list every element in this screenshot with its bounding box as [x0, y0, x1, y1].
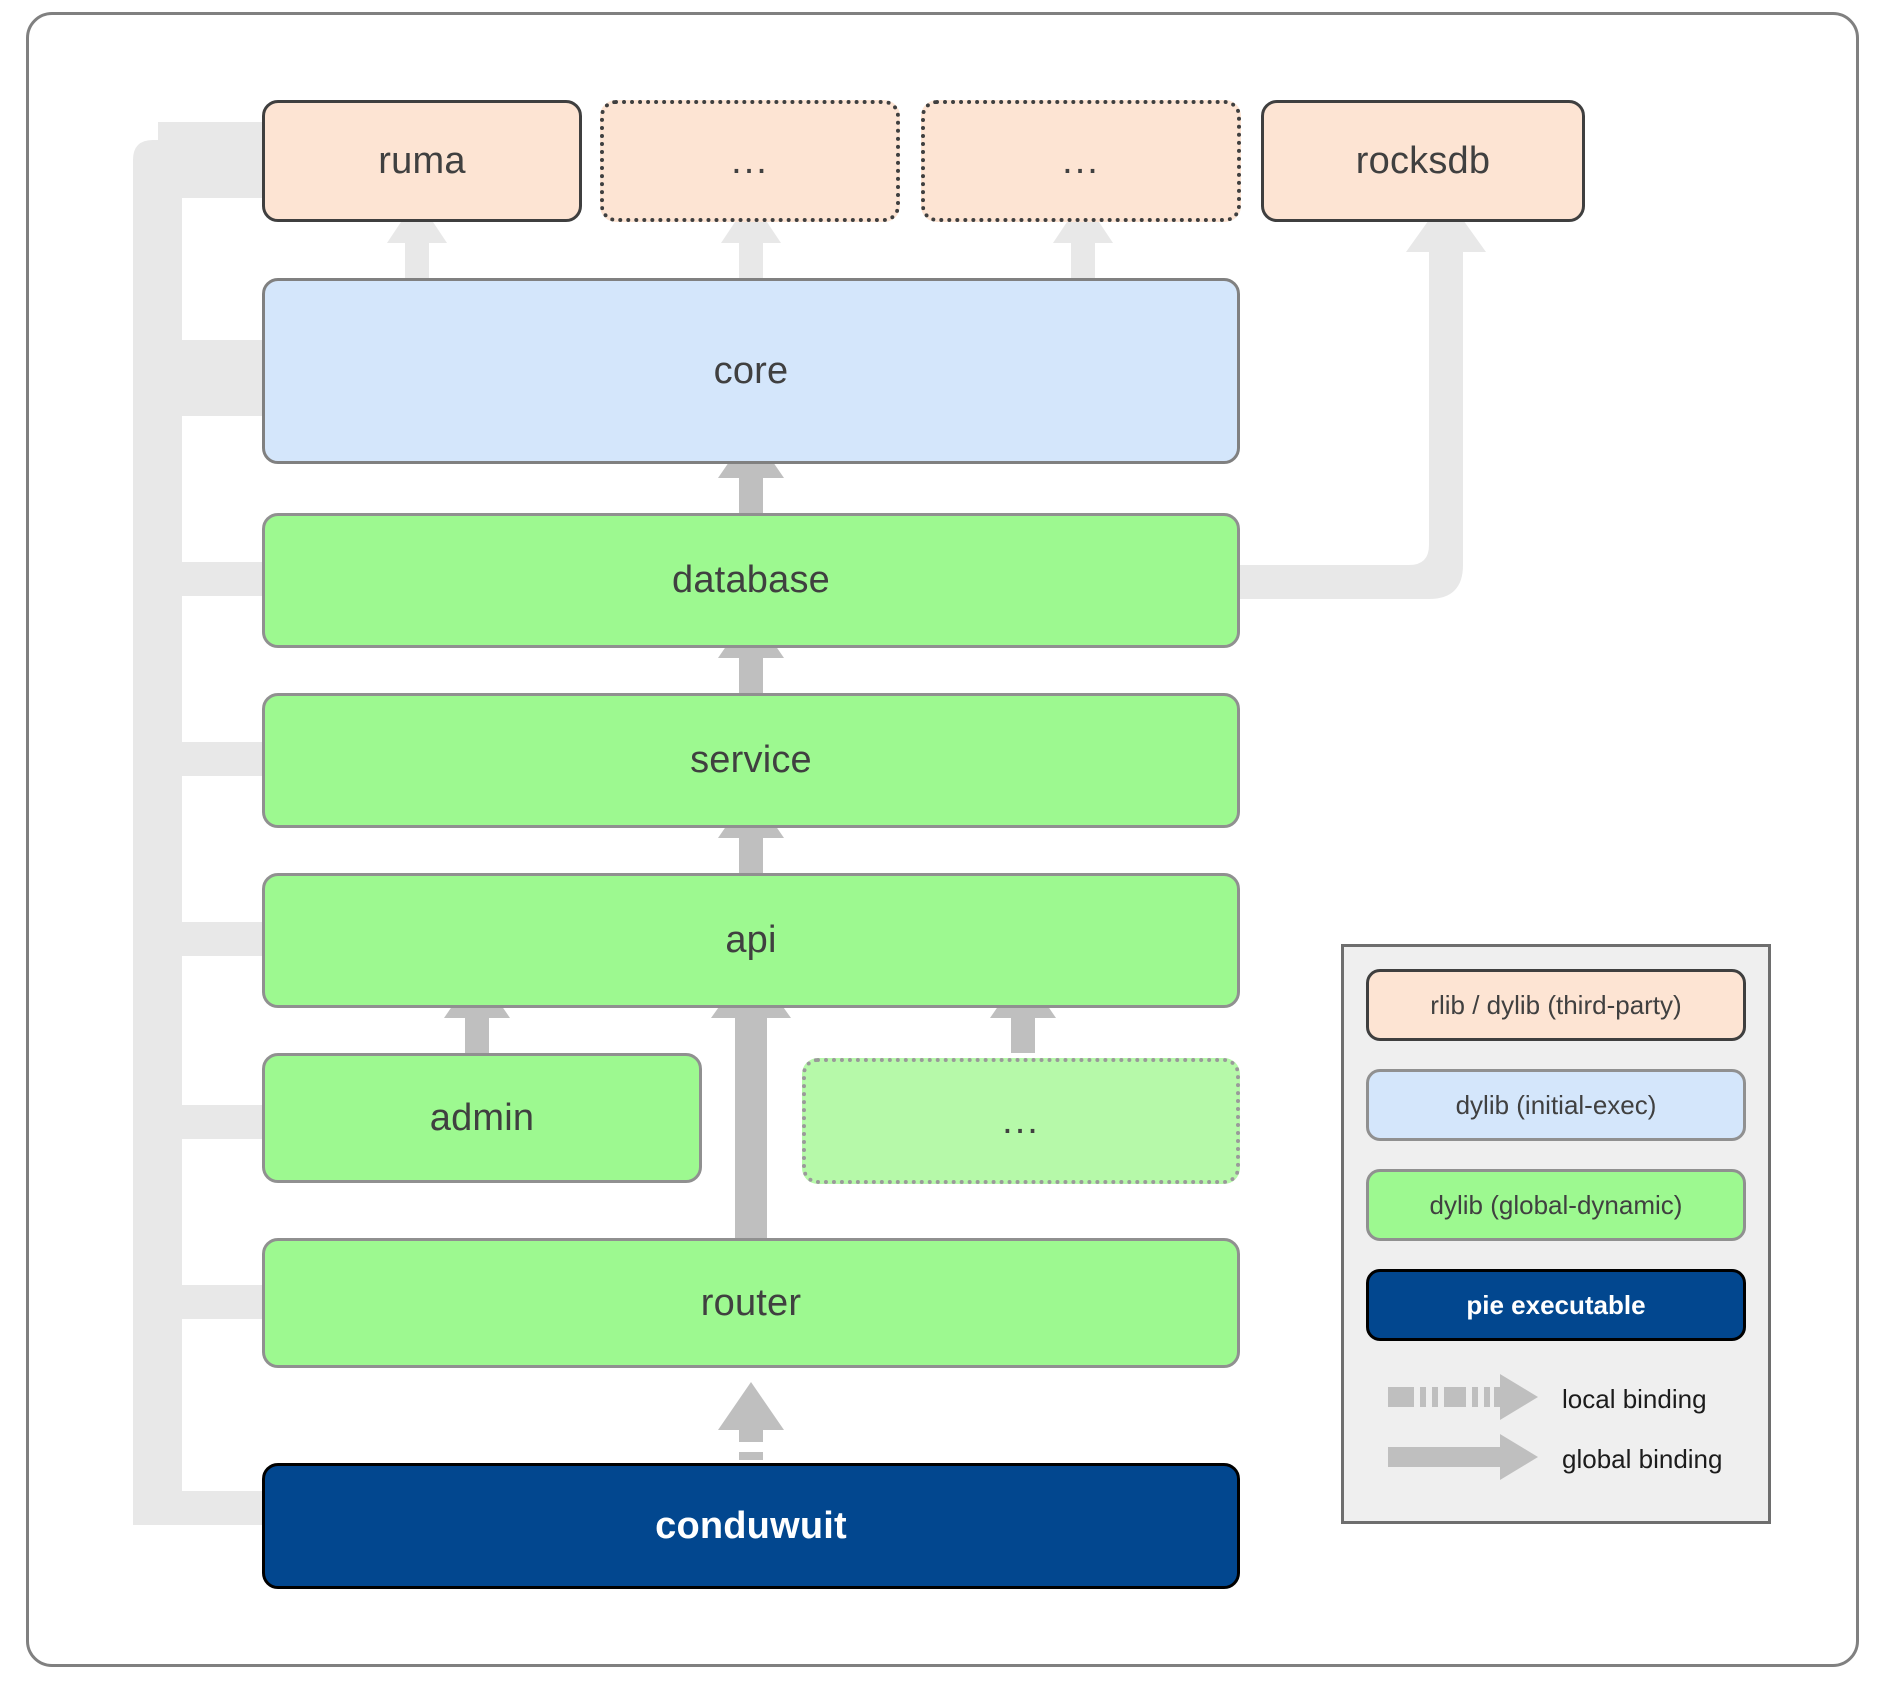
legend-label-third-party: rlib / dylib (third-party) [1430, 989, 1682, 1020]
node-rocksdb[interactable]: rocksdb [1261, 100, 1585, 222]
node-label-api: api [725, 919, 777, 961]
node-label-service: service [690, 739, 812, 781]
legend-label-pie-executable: pie executable [1466, 1289, 1646, 1320]
node-service[interactable]: service [262, 693, 1240, 828]
node-admin[interactable]: admin [262, 1053, 702, 1183]
legend-swatch-global-dynamic: dylib (global-dynamic) [1366, 1169, 1746, 1241]
node-label-rocksdb: rocksdb [1355, 139, 1491, 182]
node-more-api[interactable]: ... [802, 1058, 1240, 1184]
legend-key-global-binding: global binding [1388, 1431, 1722, 1487]
node-api[interactable]: api [262, 873, 1240, 1008]
legend-key-local-binding: local binding [1388, 1371, 1707, 1427]
local-binding-arrow-icon [1388, 1373, 1538, 1425]
node-ruma[interactable]: ruma [262, 100, 582, 222]
node-label-third-a: ... [731, 139, 769, 182]
node-router[interactable]: router [262, 1238, 1240, 1368]
legend-label-global-binding: global binding [1562, 1443, 1723, 1474]
node-label-third-b: ... [1062, 139, 1100, 182]
node-label-conduwuit: conduwuit [655, 1504, 847, 1547]
node-third-a[interactable]: ... [600, 100, 900, 222]
node-third-b[interactable]: ... [921, 100, 1241, 222]
legend-label-initial-exec: dylib (initial-exec) [1455, 1089, 1657, 1120]
legend-label-global-dynamic: dylib (global-dynamic) [1429, 1189, 1683, 1220]
node-label-core: core [713, 349, 789, 392]
node-label-more-api: ... [1002, 1099, 1040, 1142]
global-binding-arrow-icon [1388, 1433, 1538, 1485]
legend-panel: rlib / dylib (third-party) dylib (initia… [1341, 944, 1771, 1524]
node-conduwuit[interactable]: conduwuit [262, 1463, 1240, 1589]
node-label-admin: admin [429, 1096, 535, 1139]
legend-label-local-binding: local binding [1562, 1383, 1707, 1414]
node-label-router: router [700, 1281, 802, 1324]
node-database[interactable]: database [262, 513, 1240, 648]
legend-swatch-third-party: rlib / dylib (third-party) [1366, 969, 1746, 1041]
node-label-ruma: ruma [378, 139, 466, 182]
legend-swatch-pie-executable: pie executable [1366, 1269, 1746, 1341]
node-label-database: database [672, 559, 830, 601]
node-core[interactable]: core [262, 278, 1240, 464]
legend-swatch-initial-exec: dylib (initial-exec) [1366, 1069, 1746, 1141]
